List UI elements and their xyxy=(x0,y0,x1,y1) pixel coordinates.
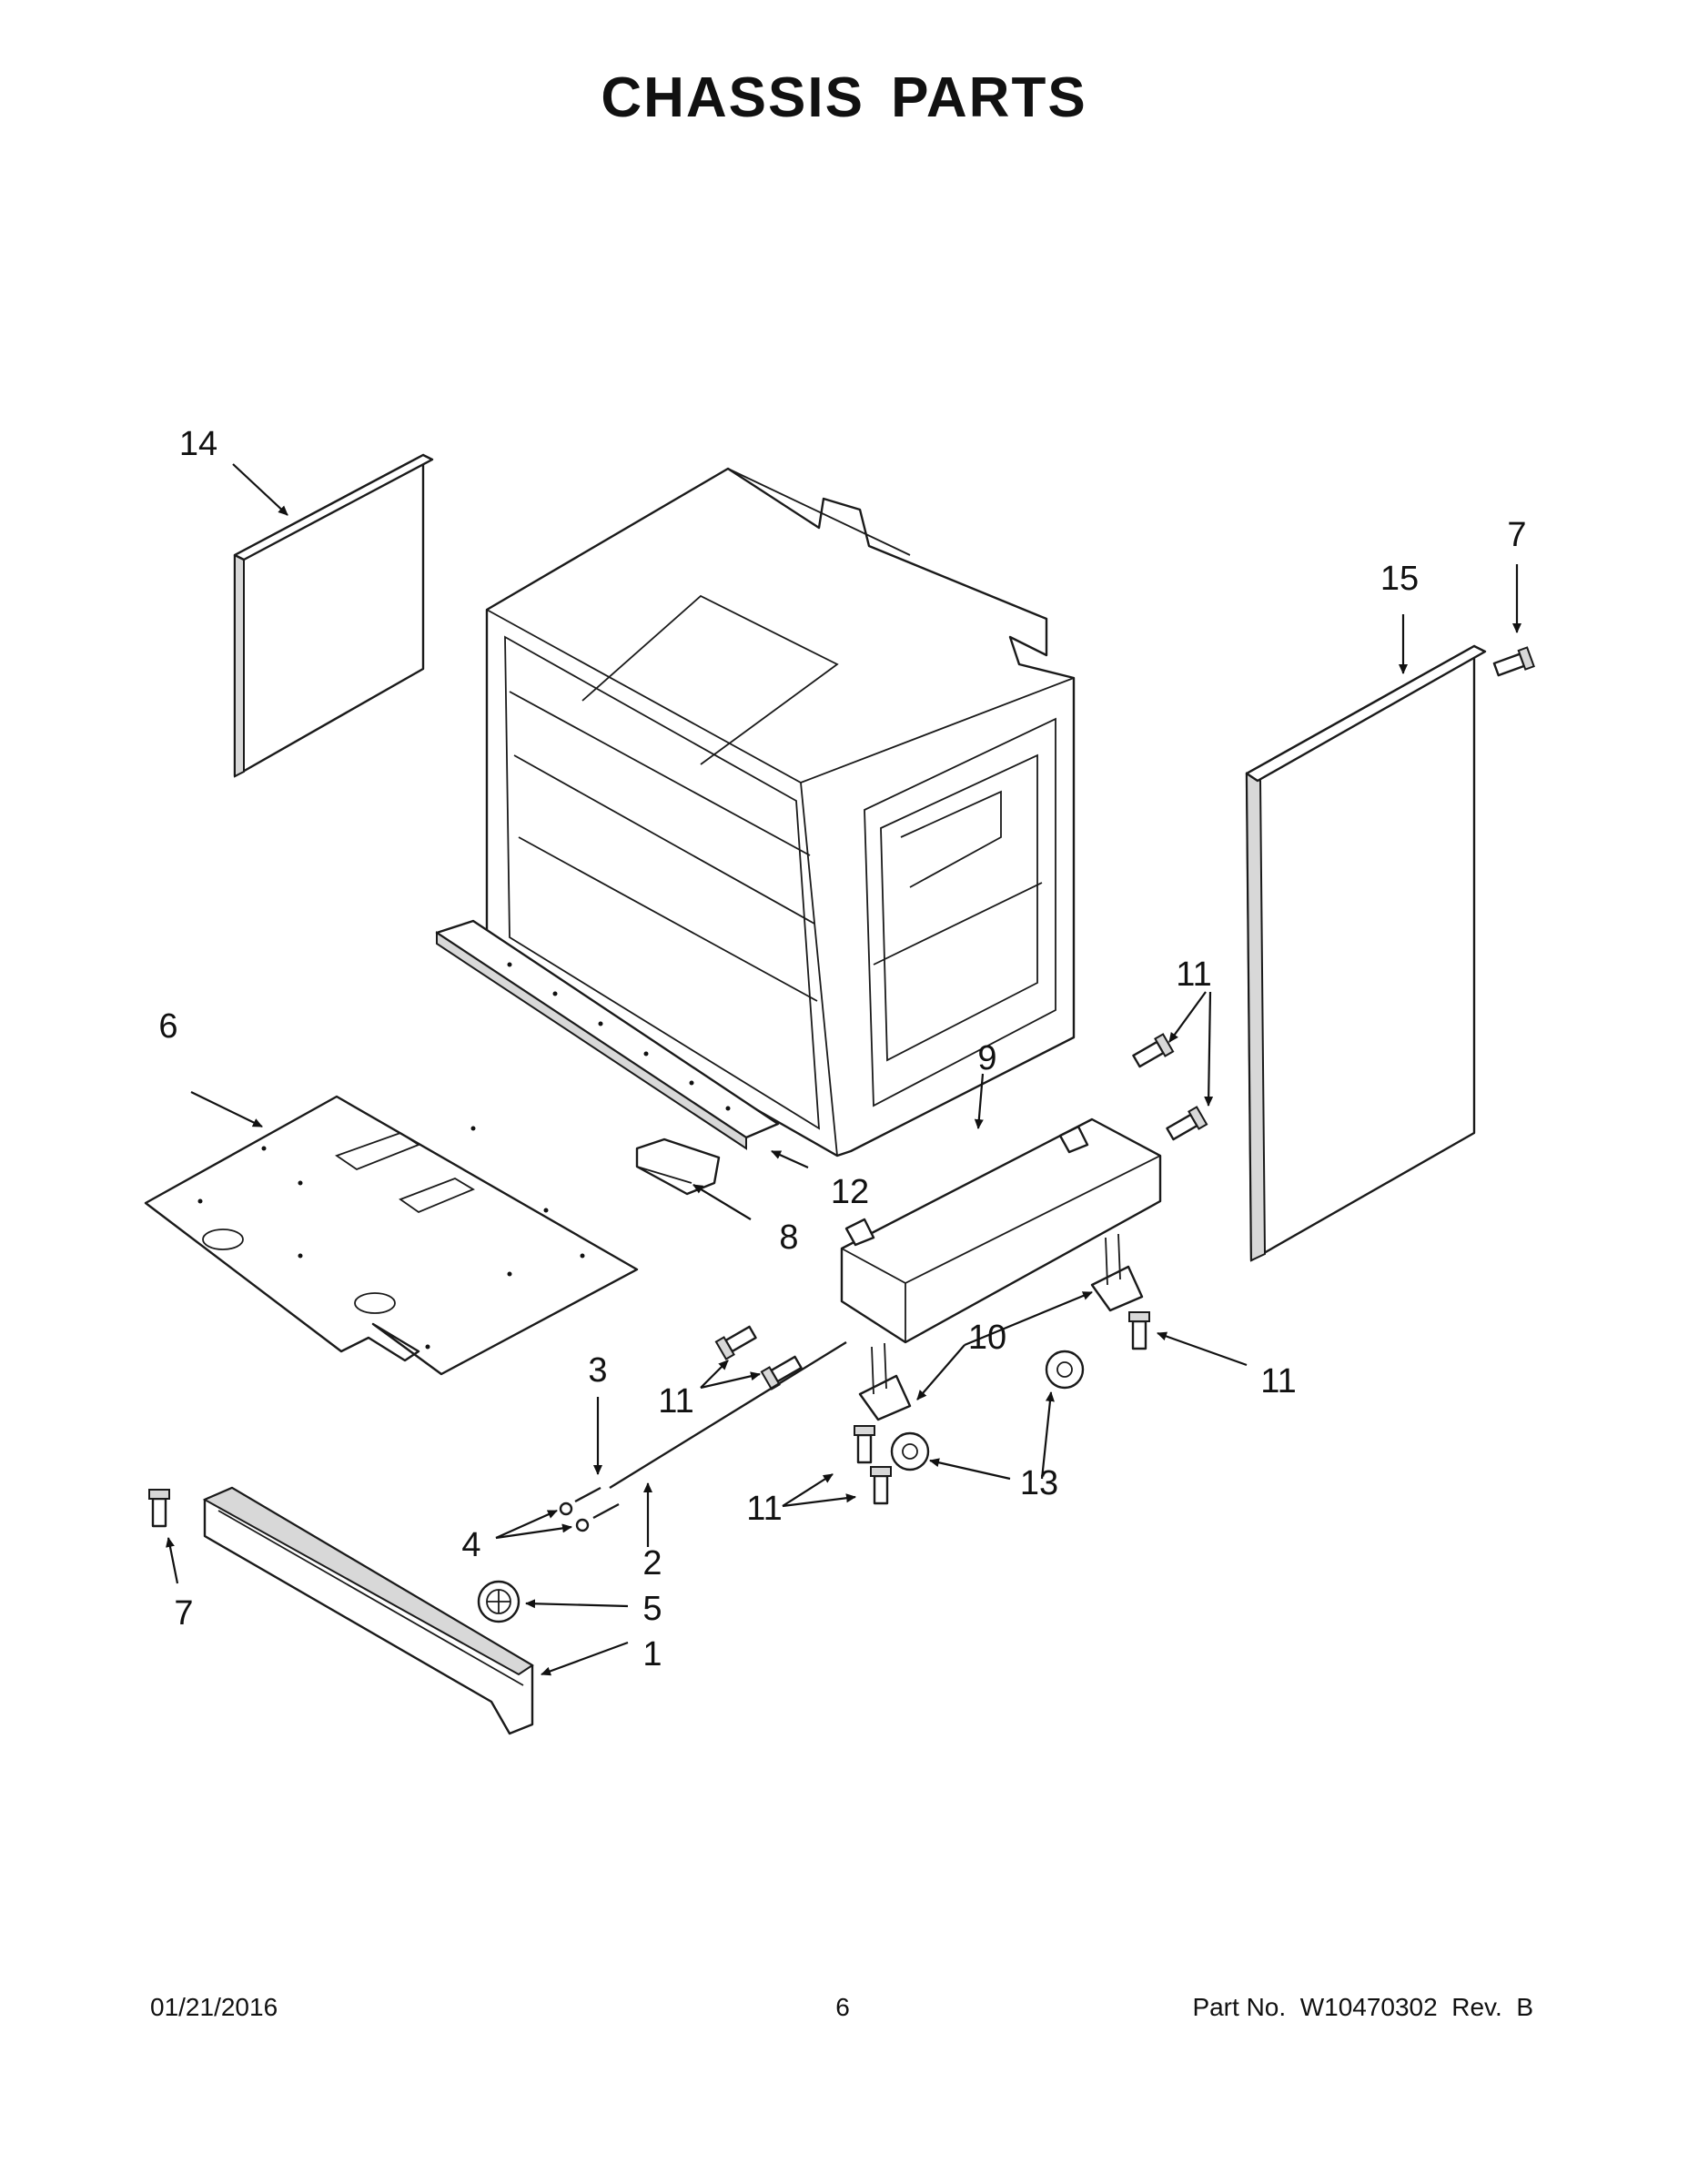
screw-left-bottom xyxy=(148,1489,170,1528)
front-rail xyxy=(435,919,780,1150)
footer-date: 01/21/2016 xyxy=(150,1993,278,2021)
callout-14: 14 xyxy=(179,425,217,463)
callout-13: 13 xyxy=(1020,1464,1058,1502)
callout-9: 9 xyxy=(977,1039,996,1077)
callout-3: 3 xyxy=(588,1351,607,1390)
screw-group xyxy=(714,1033,1208,1505)
footer-page-number: 6 xyxy=(835,1993,850,2021)
callout-10: 10 xyxy=(968,1319,1006,1357)
callout-12: 12 xyxy=(831,1173,869,1211)
callout-2: 2 xyxy=(642,1544,662,1582)
pins xyxy=(574,1486,620,1520)
round-badge xyxy=(477,1580,521,1623)
side-panel-left xyxy=(233,453,434,778)
rod xyxy=(609,1340,847,1490)
callout-6: 6 xyxy=(158,1007,177,1046)
page-title: CHASSIS PARTS xyxy=(601,66,1087,129)
callout-11-bottom: 11 xyxy=(746,1490,782,1528)
callout-11-top: 11 xyxy=(1176,956,1211,994)
callout-1: 1 xyxy=(642,1635,662,1673)
side-panel-right xyxy=(1245,644,1487,1262)
callout-5: 5 xyxy=(642,1590,662,1628)
callout-15: 15 xyxy=(1380,560,1419,598)
wheel-front xyxy=(890,1431,930,1471)
leader-lines xyxy=(166,463,1521,1676)
wheel-rear xyxy=(1045,1350,1085,1390)
leveling-leg-rear xyxy=(1090,1233,1144,1312)
screw-right-top xyxy=(1492,646,1535,677)
callout-8: 8 xyxy=(779,1218,798,1257)
washers xyxy=(559,1502,590,1532)
callout-7-bottom: 7 xyxy=(174,1594,193,1633)
callout-labels: 14 7 15 6 11 9 12 8 10 11 3 11 11 13 4 2… xyxy=(158,425,1526,1673)
front-trim xyxy=(202,1486,534,1735)
small-bracket xyxy=(635,1138,721,1196)
support-channel xyxy=(840,1117,1162,1344)
bottom-panel xyxy=(144,1095,639,1376)
callout-11-left: 11 xyxy=(658,1382,693,1421)
oven-cavity-frame xyxy=(485,467,1076,1158)
callout-4: 4 xyxy=(461,1526,480,1564)
footer-part-number: Part No. W10470302 Rev. B xyxy=(1192,1993,1533,2021)
callout-7-top: 7 xyxy=(1507,516,1526,554)
leveling-leg-front xyxy=(858,1342,912,1421)
callout-11-right: 11 xyxy=(1260,1362,1296,1400)
